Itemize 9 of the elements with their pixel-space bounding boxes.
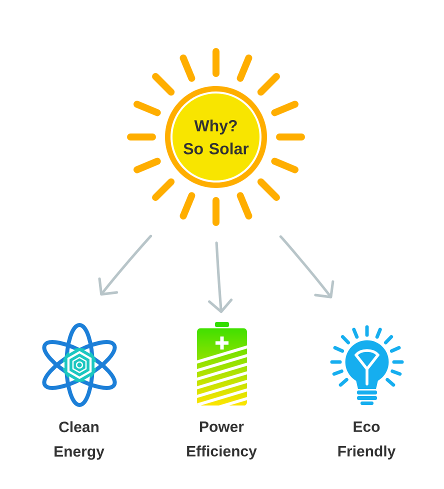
icon-label: Eco Friendly <box>338 422 396 460</box>
arrow <box>208 242 233 314</box>
arrow <box>98 234 152 296</box>
arrow <box>279 235 334 298</box>
light-bulb-icon <box>330 325 404 405</box>
icon-label: Clean Energy <box>54 421 104 460</box>
icon-label: Power Efficiency <box>187 422 257 460</box>
atom-icon <box>42 323 117 407</box>
battery-icon <box>197 322 247 406</box>
